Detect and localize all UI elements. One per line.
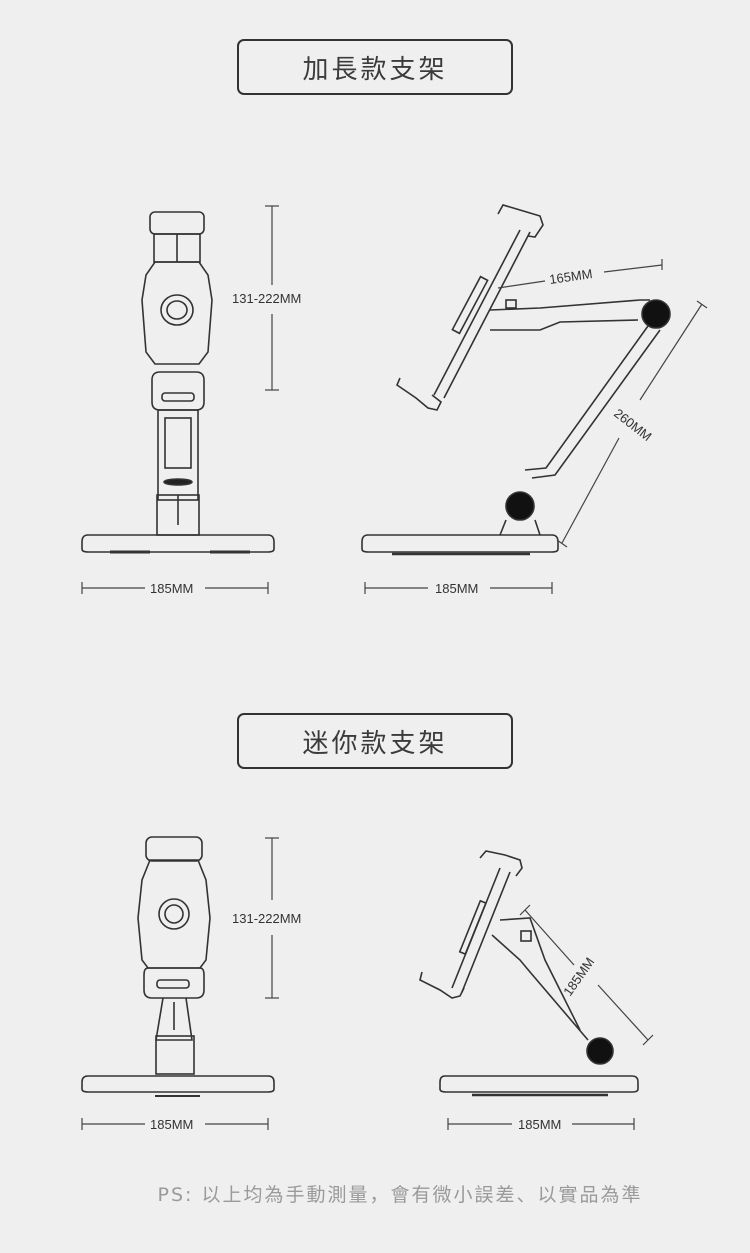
mini-stand-front-view [81, 836, 275, 1097]
long-stand-front-view [81, 211, 275, 554]
long-stand-upper-arm-dimension [497, 259, 663, 289]
long-stand-front-base-dimension [81, 582, 269, 594]
long-stand-side-view [361, 204, 671, 556]
long-stand-diagrams: 131-222MM 185MM 165MM 260MM 185MM [81, 204, 708, 596]
long-stand-side-base-dimension [364, 582, 553, 594]
mini-stand-diagrams: 131-222MM 185MM 185MM 185MM [81, 836, 654, 1132]
long-stand-lower-arm-dimension [556, 300, 708, 548]
base-width-label: 185MM [150, 581, 193, 596]
side-base-width-label: 185MM [518, 1117, 561, 1132]
arm-length-label: 185MM [560, 955, 597, 999]
mini-stand-side-view [419, 850, 639, 1097]
lower-arm-length-label: 260MM [611, 406, 654, 445]
mini-stand-arm-dimension [519, 904, 654, 1046]
section-title-text: 迷你款支架 [302, 728, 448, 759]
height-range-label: 131-222MM [232, 291, 301, 306]
section-title-long-stand: 加長款支架 [237, 39, 513, 95]
base-width-label: 185MM [150, 1117, 193, 1132]
section-title-text: 加長款支架 [302, 54, 448, 85]
measurement-disclaimer: PS: 以上均為手動測量，會有微小誤差、以實品為準 [157, 1184, 643, 1206]
height-range-label: 131-222MM [232, 911, 301, 926]
mini-stand-height-dimension [265, 837, 279, 999]
section-title-mini-stand: 迷你款支架 [237, 713, 513, 769]
upper-arm-length-label: 165MM [548, 266, 593, 287]
side-base-width-label: 185MM [435, 581, 478, 596]
mini-stand-front-base-dimension [81, 1118, 269, 1130]
long-stand-height-dimension [265, 205, 279, 391]
mini-stand-side-base-dimension [447, 1118, 635, 1130]
